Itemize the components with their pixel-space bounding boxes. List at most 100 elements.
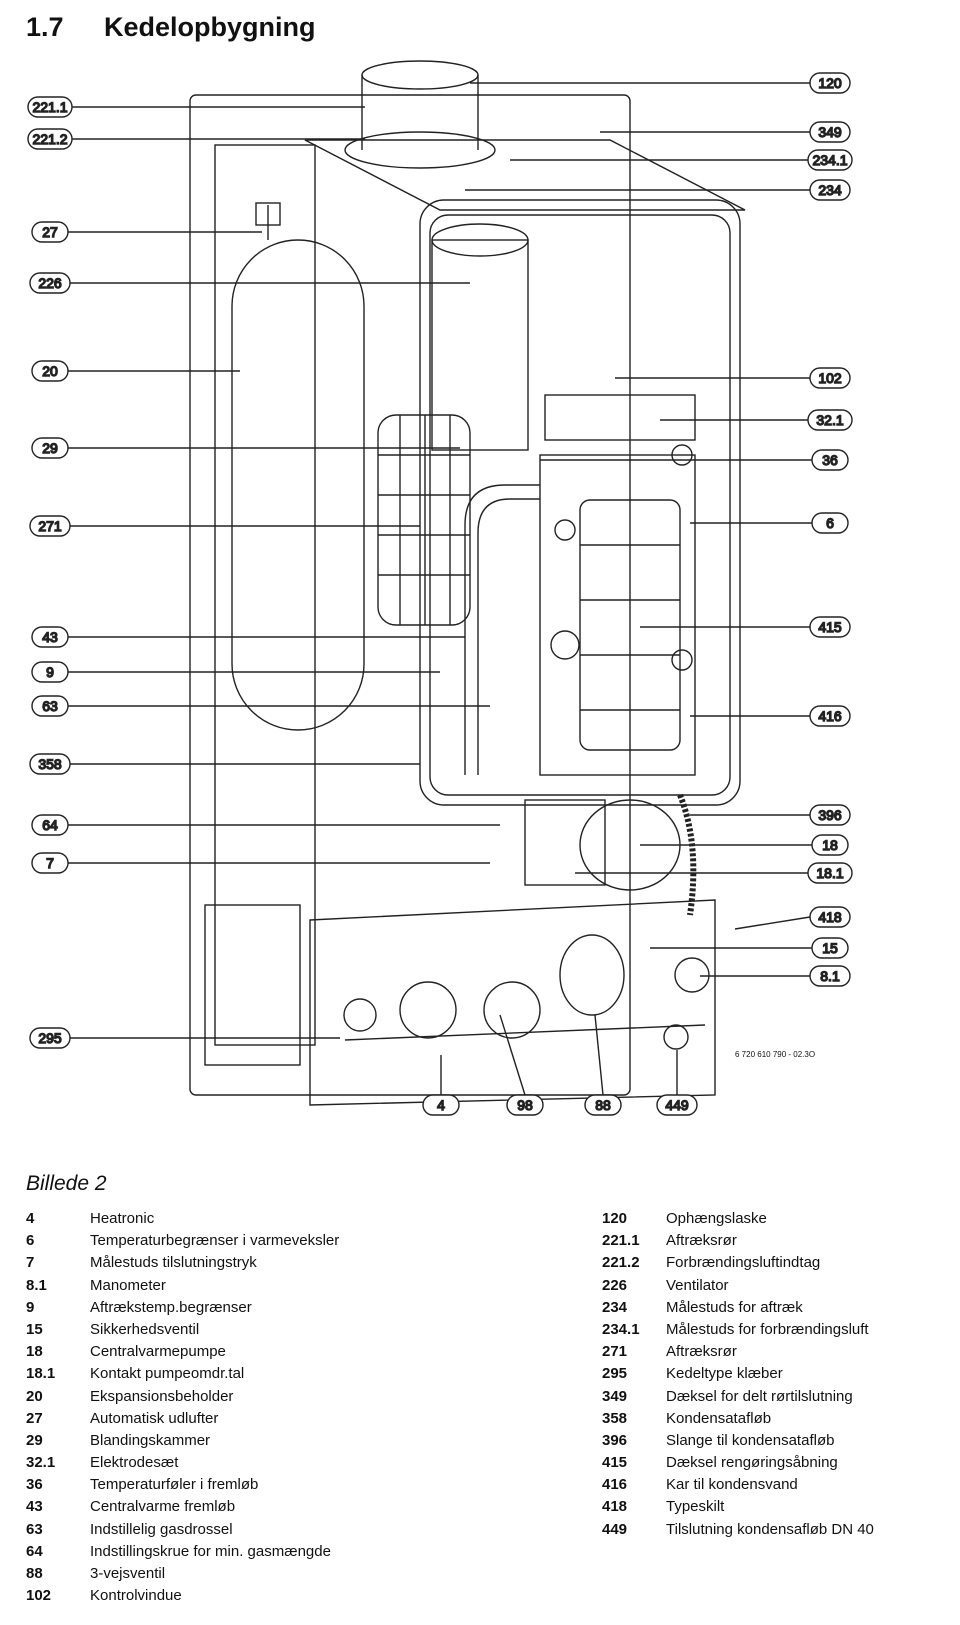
legend-number: 43 [26, 1498, 43, 1516]
callout-label: 7 [46, 855, 54, 871]
control-panel [309, 899, 716, 1106]
cleaning-cover [579, 499, 681, 751]
callout-43: 43 [31, 626, 465, 648]
legend-row: 418 Typeskilt [602, 1496, 874, 1518]
casing-outline [189, 94, 631, 1096]
legend-text: Typeskilt [666, 1498, 725, 1516]
drawing-code: 6 720 610 790 - 02.3O [735, 1050, 815, 1059]
callout-295: 295 [29, 1027, 340, 1049]
legend-number: 418 [602, 1498, 628, 1516]
legend-number: 64 [26, 1542, 43, 1560]
legend-text: Temperaturbegrænser i varmeveksler [90, 1232, 340, 1250]
pump-housing [524, 799, 606, 886]
type-plate-panel [204, 904, 301, 1066]
legend-number: 36 [26, 1476, 43, 1494]
legend-number: 4 [26, 1210, 35, 1227]
section-number: 1.7 [26, 12, 64, 42]
callout-234-1: 234.1 [510, 149, 853, 171]
legend-text: Kontrolvindue [90, 1587, 182, 1605]
leader-lines-right: 120349234.123410232.13664154163961818.14… [465, 72, 853, 987]
legend-text: Ventilator [666, 1276, 729, 1294]
legend-row: 396 Slange til kondensatafløb [602, 1430, 874, 1452]
callout-label: 36 [822, 452, 838, 468]
switch-knob [343, 998, 377, 1032]
callout-415: 415 [640, 616, 851, 638]
callout-396: 396 [690, 804, 851, 826]
legend-number: 349 [602, 1387, 628, 1405]
callout-label: 15 [822, 940, 838, 956]
legend-number: 9 [26, 1298, 35, 1316]
knob-2 [483, 981, 541, 1039]
legend-number: 234.1 [602, 1320, 640, 1338]
legend-number: 449 [602, 1520, 628, 1538]
legend-number: 226 [602, 1276, 628, 1294]
figure-caption: Billede 2 [26, 1172, 107, 1195]
leader-line [594, 1014, 604, 1096]
callout-63: 63 [31, 695, 490, 717]
legend-text: Sikkerhedsventil [90, 1320, 200, 1338]
legend-text: Heatronic [90, 1210, 155, 1227]
legend-row: 4 Heatronic [26, 1208, 339, 1230]
legend-text: Forbrændingsluftindtag [666, 1254, 821, 1272]
legend-number: 295 [602, 1365, 628, 1383]
legend-text: Aftræksrør [666, 1232, 737, 1250]
callout-label: 4 [437, 1097, 445, 1113]
leader-line [734, 916, 811, 930]
legend-text: Indstillelig gasdrossel [90, 1520, 233, 1538]
legend-number: 396 [602, 1431, 628, 1449]
legend-text: Dæksel for delt rørtilslutning [666, 1387, 853, 1405]
callout-label: 416 [818, 708, 842, 724]
legend-number: 416 [602, 1476, 628, 1494]
flue-pipe-top [361, 60, 479, 90]
heat-exchanger-frame [419, 199, 741, 806]
burner-block [539, 454, 696, 776]
callout-label: 9 [46, 664, 54, 680]
callout-29: 29 [31, 437, 460, 459]
callout-221-2: 221.2 [27, 128, 365, 150]
callout-226: 226 [29, 272, 470, 294]
legend-number: 18 [26, 1343, 43, 1361]
legend-number: 7 [26, 1254, 35, 1272]
callout-6: 6 [690, 512, 849, 534]
callout-15: 15 [650, 937, 849, 959]
callout-271: 271 [29, 515, 420, 537]
callout-20: 20 [31, 360, 240, 382]
legend-number: 27 [26, 1409, 43, 1427]
callout-88: 88 [584, 1014, 622, 1116]
callout-label: 63 [42, 698, 58, 714]
callout-label: 271 [38, 518, 62, 534]
legend-number: 29 [26, 1431, 43, 1449]
legend-text: Ekspansionsbeholder [90, 1387, 234, 1405]
legend-text: Slange til kondensatafløb [666, 1431, 835, 1449]
legend-row: 416 Kar til kondensvand [602, 1474, 874, 1496]
legend-row: 9 Aftrækstemp.begrænser [26, 1297, 339, 1319]
callout-221-1: 221.1 [27, 96, 365, 118]
legend-text: Kar til kondensvand [666, 1476, 798, 1494]
legend-number: 120 [602, 1210, 628, 1227]
legend-number: 271 [602, 1343, 628, 1361]
condensate-hose [677, 793, 697, 916]
callout-7: 7 [31, 852, 490, 874]
legend-text: Aftrækstemp.begrænser [90, 1298, 252, 1316]
callout-label: 64 [42, 817, 58, 833]
callout-418: 418 [734, 906, 851, 930]
legend-text: Målestuds for forbrændingsluft [666, 1320, 869, 1338]
callout-label: 88 [595, 1097, 611, 1113]
callout-358: 358 [29, 753, 420, 775]
manometer [674, 957, 710, 993]
callout-label: 43 [42, 629, 58, 645]
